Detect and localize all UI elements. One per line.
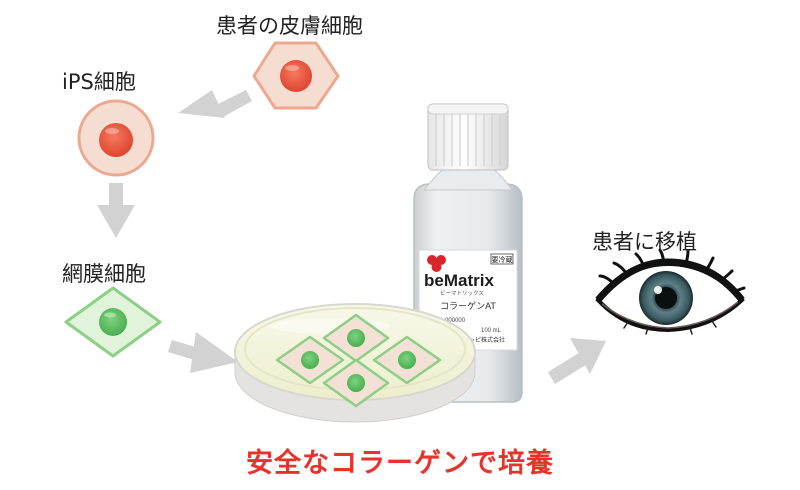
ips-cell [77,99,155,177]
retinal-cell-nucleus [99,308,127,336]
label-ips-cell: iPS細胞 [62,70,136,94]
skin-cell [252,41,340,110]
ips-cell-nucleus [99,123,133,157]
bottle-badge: 要冷蔵 [492,255,513,264]
arrow-retinal-to-dish [168,332,238,373]
label-transplant: 患者に移植 [592,230,697,254]
bottle-maker: ニッピ株式会社 [463,336,505,344]
label-skin-cell: 患者の皮膚細胞 [216,14,363,38]
bematrix-logo-icon [427,255,446,272]
label-retinal-cell: 網膜細胞 [62,262,146,286]
bottle-brand: beMatrix [424,271,494,290]
retinal-cell [64,286,162,358]
bottle-product: コラーゲンAT [440,300,496,311]
arrow-dish-to-eye [548,338,606,384]
cultured-cell-left [275,335,345,385]
petri-dish [234,303,476,423]
bottle-volume: 100 mL [481,328,502,334]
arrow-skin-to-ips [178,90,252,118]
eye-icon [595,248,746,335]
skin-cell-nucleus [280,60,312,92]
cultured-cell-bottom [322,358,390,408]
arrow-ips-to-retinal [97,183,135,238]
bottle-brand-kana: ビーマトリックス [440,289,484,297]
cultured-cell-right [372,335,442,385]
caption: 安全なコラーゲンで培養 [246,448,554,479]
